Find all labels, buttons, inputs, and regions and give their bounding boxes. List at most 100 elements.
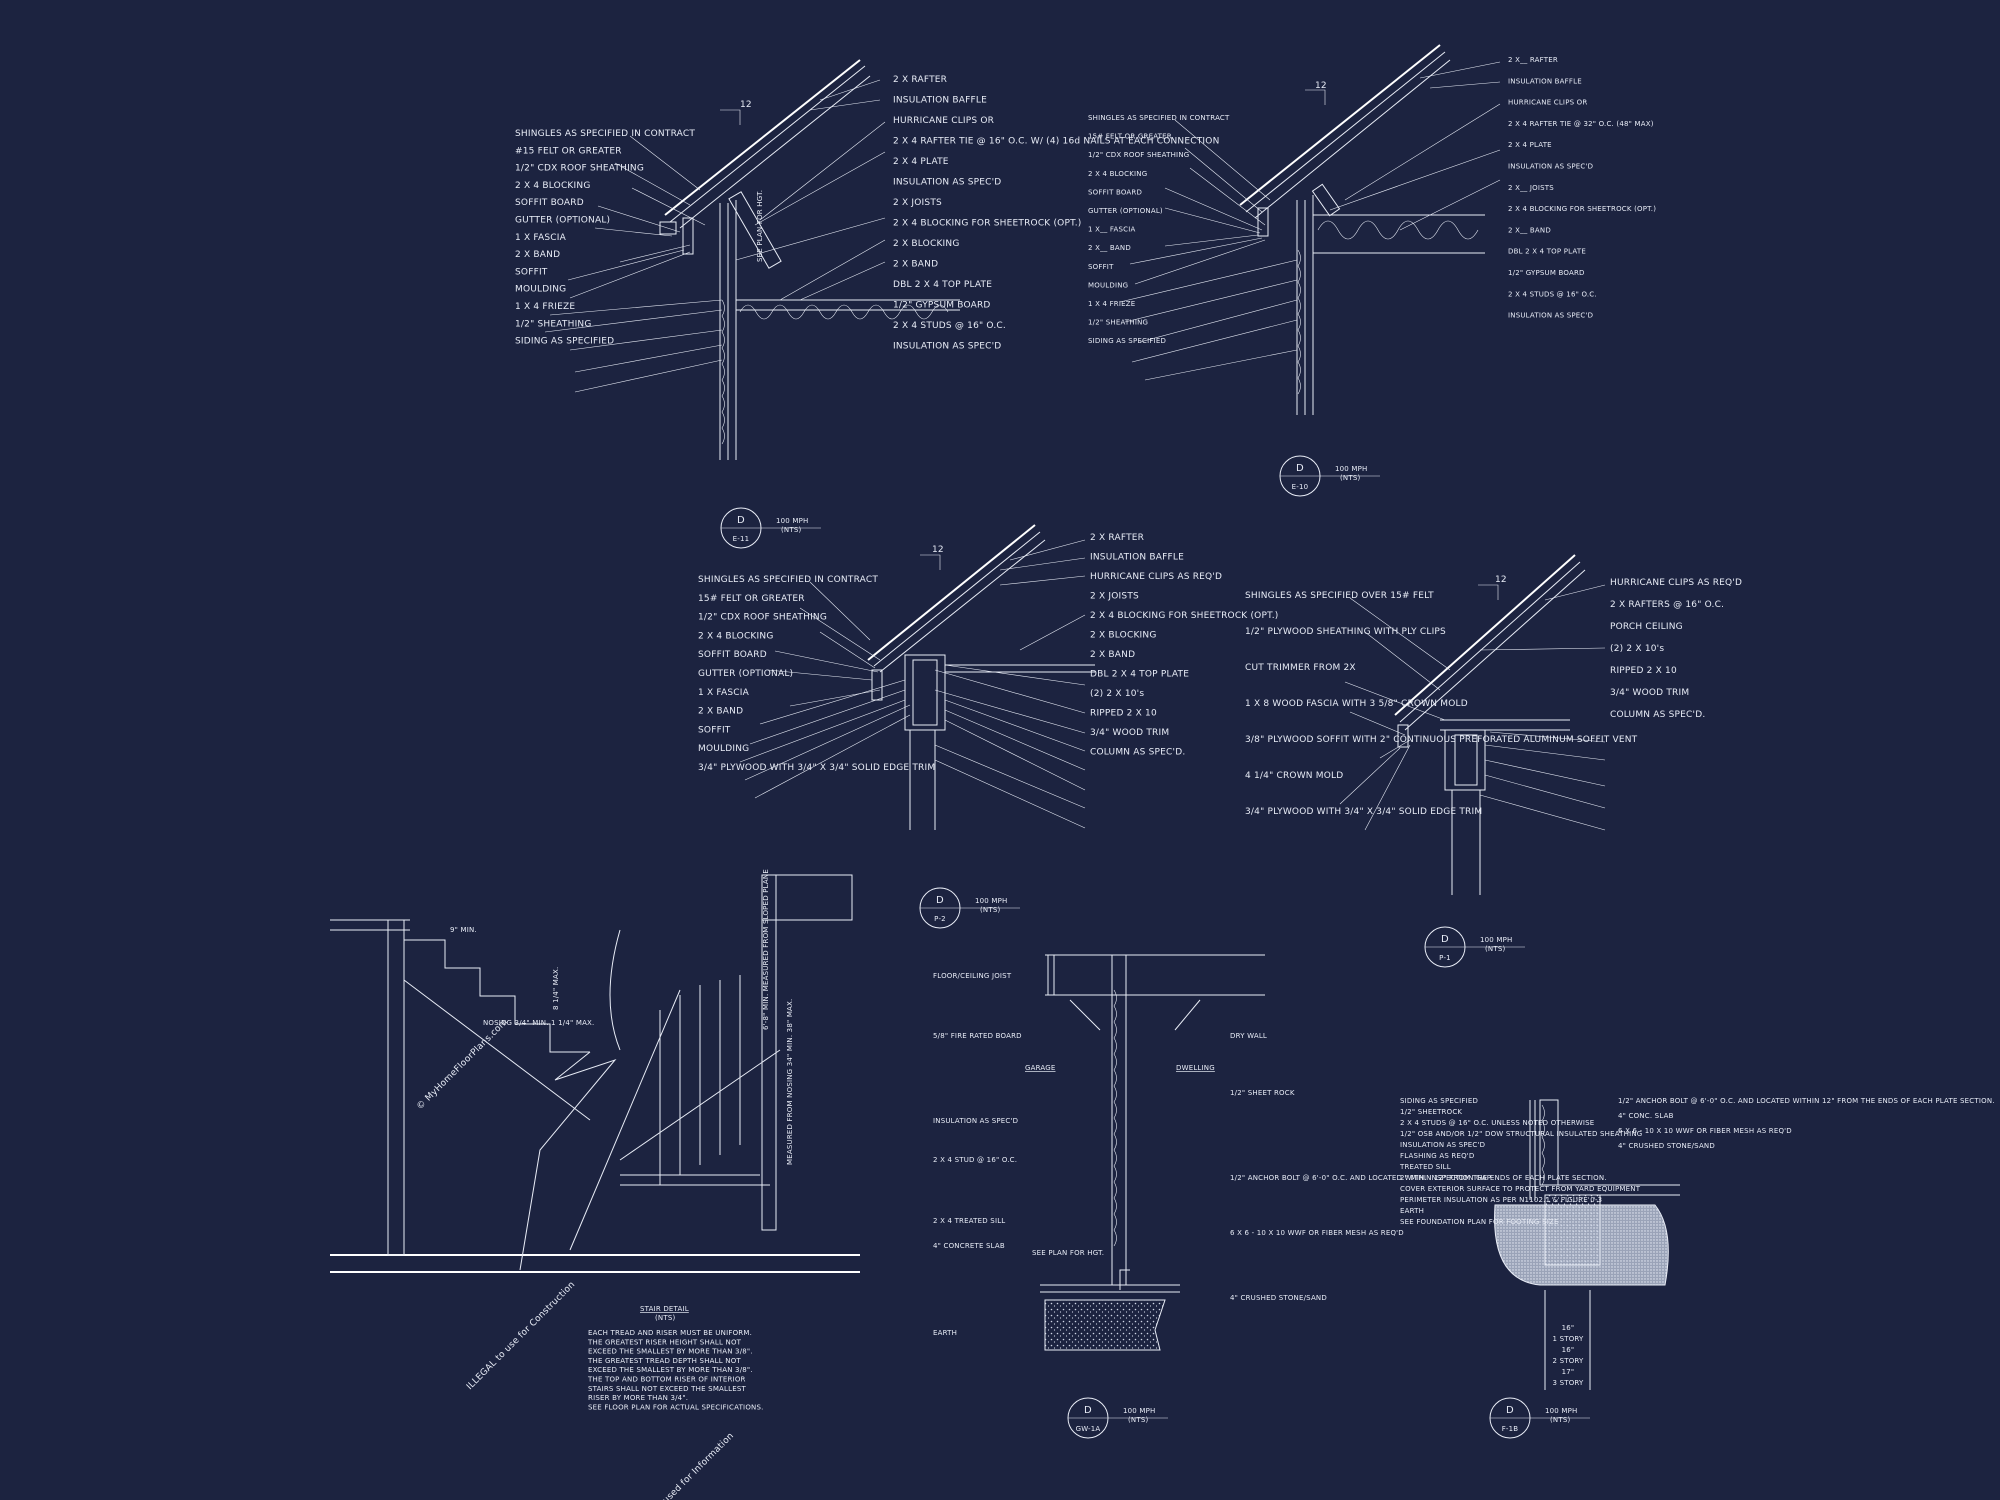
stair-scale: (NTS): [655, 1314, 675, 1322]
e11-left-label: MOULDING: [515, 285, 566, 295]
p2-right-label: 2 X JOISTS: [1090, 592, 1139, 602]
detail-tag-id: E-10: [1292, 483, 1309, 491]
p1-right-label: 2 X RAFTERS @ 16" O.C.: [1610, 600, 1724, 610]
f1b-left-label: INSULATION AS SPEC'D: [1400, 1141, 1485, 1149]
p1-right-label: 3/4" WOOD TRIM: [1610, 688, 1689, 698]
p1-left-label: 3/8" PLYWOOD SOFFIT WITH 2" CONTINUOUS P…: [1245, 735, 1638, 745]
stair-note: EXCEED THE SMALLEST BY MORE THAN 3/8".: [588, 1348, 753, 1356]
f1b-footing-row: 2 STORY: [1553, 1357, 1585, 1365]
e11-right-label: 2 X 4 BLOCKING FOR SHEETROCK (OPT.): [893, 219, 1082, 229]
e11-right-label: INSULATION AS SPEC'D: [893, 342, 1001, 352]
stair-note: THE TOP AND BOTTOM RISER OF INTERIOR: [587, 1376, 746, 1384]
f1b-left-label: SIDING AS SPECIFIED: [1400, 1097, 1478, 1105]
e10-right-label: 2 X__ RAFTER: [1508, 56, 1558, 64]
f1b-footing-row: 16": [1562, 1324, 1575, 1332]
e10-right-label: 2 X 4 BLOCKING FOR SHEETROCK (OPT.): [1508, 205, 1656, 213]
detail-p1: 12 SHINGLES AS SPECIFIED OVER 15# FELT1/…: [1245, 554, 1742, 895]
e10-left-label: 15# FELT OR GREATER: [1088, 133, 1172, 141]
e10-left-label: 1/2" SHEATHING: [1088, 319, 1148, 327]
p1-right-label: (2) 2 X 10's: [1610, 644, 1664, 654]
e10-left-label: MOULDING: [1088, 281, 1128, 289]
e10-right-label: 2 X 4 STUDS @ 16" O.C.: [1508, 290, 1597, 298]
e11-left-label: SIDING AS SPECIFIED: [515, 337, 614, 347]
f1b-footing-row: 17": [1562, 1368, 1575, 1376]
e10-right-label: INSULATION BAFFLE: [1508, 77, 1582, 85]
f1b-footing-row: 16": [1562, 1346, 1575, 1354]
e11-pitch: 12: [740, 100, 752, 110]
p2-right-label: 2 X 4 BLOCKING FOR SHEETROCK (OPT.): [1090, 611, 1279, 621]
p2-pitch: 12: [932, 545, 944, 555]
e11-right-label: 2 X 4 PLATE: [893, 157, 949, 167]
stair-dim: NOSING 3/4" MIN. 1 1/4" MAX.: [483, 1019, 594, 1027]
e10-right-label: 2 X__ BAND: [1508, 226, 1551, 234]
f1b-right-label: 4" CONC. SLAB: [1618, 1112, 1674, 1120]
scale-note: (NTS): [1128, 1416, 1148, 1424]
e11-left-label: 1 X 4 FRIEZE: [515, 302, 575, 312]
p2-left-label: SHINGLES AS SPECIFIED IN CONTRACT: [698, 575, 878, 585]
detail-gw1a: FLOOR/CEILING JOIST 5/8" FIRE RATED BOARD…: [933, 954, 1607, 1351]
f1b-left-label: 1/2" OSB AND/OR 1/2" DOW STRUCTURAL INSU…: [1400, 1130, 1642, 1138]
e11-left-label: 1/2" SHEATHING: [515, 319, 592, 329]
stair-note: THE GREATEST RISER HEIGHT SHALL NOT: [587, 1338, 742, 1346]
gw1a-right-label: DWELLING: [1176, 1064, 1215, 1072]
e11-left-label: 2 X BAND: [515, 250, 560, 260]
gw1a-right-label: 1/2" ANCHOR BOLT @ 6'-0" O.C. AND LOCATE…: [1230, 1174, 1607, 1182]
stair-note: THE GREATEST TREAD DEPTH SHALL NOT: [587, 1357, 741, 1365]
e10-left-label: GUTTER (OPTIONAL): [1088, 207, 1163, 215]
e11-left-label: SOFFIT: [515, 267, 548, 277]
e10-left-label: 2 X__ BAND: [1088, 244, 1131, 252]
p2-right-label: RIPPED 2 X 10: [1090, 709, 1157, 719]
e11-right-label: 1/2" GYPSUM BOARD: [893, 301, 991, 311]
e10-right-label: 2 X__ JOISTS: [1508, 184, 1554, 192]
p2-right-label: COLUMN AS SPEC'D.: [1090, 748, 1185, 758]
watermark: © MyHomeFloorPlans.com ILLEGAL to use fo…: [415, 1017, 736, 1500]
e11-right-label: HURRICANE CLIPS OR: [893, 116, 994, 126]
stair-dim: 8 1/4" MAX.: [552, 967, 560, 1010]
e10-right-label: INSULATION AS SPEC'D: [1508, 163, 1593, 171]
gw1a-right-label: 6 X 6 - 10 X 10 WWF OR FIBER MESH AS REQ…: [1230, 1229, 1404, 1237]
detail-tag-id: F-1B: [1502, 1425, 1519, 1433]
gw1a-right-label: 1/2" SHEET ROCK: [1230, 1089, 1295, 1097]
e11-left-label: SHINGLES AS SPECIFIED IN CONTRACT: [515, 129, 695, 139]
f1b-left-label: FLASHING AS REQ'D: [1400, 1152, 1475, 1160]
detail-tag-id: P-1: [1439, 954, 1451, 962]
e11-right-label: INSULATION AS SPEC'D: [893, 178, 1001, 188]
gw1a-left-label: 5/8" FIRE RATED BOARD: [933, 1032, 1022, 1040]
gw1a-left-label: INSULATION AS SPEC'D: [933, 1117, 1018, 1125]
e11-right-label: 2 X BAND: [893, 260, 938, 270]
e10-left-label: SIDING AS SPECIFIED: [1088, 337, 1166, 345]
f1b-footing-row: 1 STORY: [1553, 1335, 1585, 1343]
p2-right-label: 2 X BAND: [1090, 650, 1135, 660]
stair-note: SEE FLOOR PLAN FOR ACTUAL SPECIFICATIONS…: [588, 1403, 764, 1411]
scale-note: (NTS): [980, 906, 1000, 914]
watermark-line-2: ILLEGAL to use for Construction: [465, 1280, 577, 1392]
p2-left-label: MOULDING: [698, 744, 749, 754]
f1b-left-label: SEE FOUNDATION PLAN FOR FOOTING SIZE: [1400, 1218, 1559, 1226]
p1-left-label: SHINGLES AS SPECIFIED OVER 15# FELT: [1245, 591, 1434, 601]
e11-note: SEE PLAN FOR HGT.: [756, 190, 764, 262]
p2-left-label: 1 X FASCIA: [698, 688, 750, 698]
wind-speed: 100 MPH: [975, 897, 1008, 905]
p2-left-label: 15# FELT OR GREATER: [698, 594, 805, 604]
stair-dim: 6'-8" MIN. MEASURED FROM SLOPED PLANE: [762, 869, 770, 1030]
gw1a-left-label: SEE PLAN FOR HGT.: [1032, 1249, 1104, 1257]
p2-left-label: GUTTER (OPTIONAL): [698, 669, 793, 679]
e10-left-label: SOFFIT: [1088, 263, 1114, 271]
detail-e11: 12 SEE PLAN FOR HGT. SHINGLES AS SPECIFI…: [515, 59, 1219, 460]
gw1a-left-label: FLOOR/CEILING JOIST: [933, 972, 1012, 980]
stair-note: STAIRS SHALL NOT EXCEED THE SMALLEST: [588, 1385, 747, 1393]
e11-right-label: 2 X 4 STUDS @ 16" O.C.: [893, 321, 1006, 331]
detail-tag-top: D: [936, 895, 944, 906]
f1b-left-label: 1/2" SHEETROCK: [1400, 1108, 1462, 1116]
watermark-line-1: © MyHomeFloorPlans.com: [415, 1017, 510, 1112]
f1b-left-label: EARTH: [1400, 1207, 1424, 1215]
gw1a-left-label: EARTH: [933, 1329, 957, 1337]
gw1a-left-label: 2 X 4 STUD @ 16" O.C.: [933, 1156, 1017, 1164]
f1b-left-label: PERIMETER INSULATION AS PER N1102.1 & FI…: [1400, 1196, 1602, 1204]
p1-right-label: PORCH CEILING: [1610, 622, 1683, 632]
